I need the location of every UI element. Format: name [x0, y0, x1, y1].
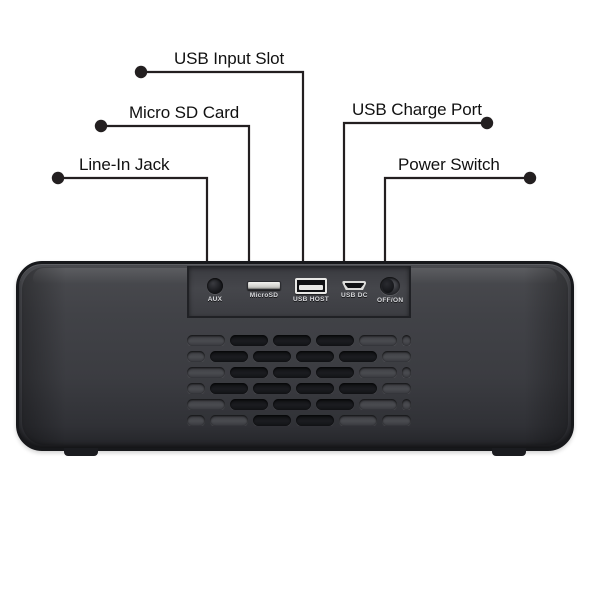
grille-slot [359, 367, 397, 378]
grille-row [187, 351, 411, 362]
grille-slot [382, 383, 411, 394]
grille-row [187, 383, 411, 394]
shell-left-edge-shade [22, 267, 66, 445]
grille-slot [359, 335, 397, 346]
grille-row [187, 367, 411, 378]
grille-slot [230, 335, 268, 346]
grille-row [187, 399, 411, 410]
leader-dot-usb-charge-port [480, 116, 494, 130]
callout-label-usb-charge-port: USB Charge Port [352, 100, 482, 119]
port-panel: AUX MicroSD USB HOST USB DC OFF/ON [187, 266, 411, 318]
grille-slot [339, 415, 377, 426]
grille-slot [296, 415, 334, 426]
grille-slot [382, 415, 411, 426]
callout-label-line-in-jack: Line-In Jack [79, 155, 170, 174]
grille-slot [187, 335, 225, 346]
leader-dot-usb-input-slot [134, 65, 148, 79]
leader-dot-power-switch [523, 171, 537, 185]
grille-slot [210, 415, 248, 426]
grille-slot [187, 415, 205, 426]
leader-dot-line-in-jack [51, 171, 65, 185]
grille-row [187, 415, 411, 426]
port-caption-off-on: OFF/ON [377, 297, 404, 304]
port-caption-aux: AUX [207, 296, 223, 303]
grille-slot [273, 367, 311, 378]
grille-slot [187, 351, 205, 362]
grille-slot [339, 383, 377, 394]
grille-slot [253, 383, 291, 394]
grille-slot [359, 399, 397, 410]
leader-dot-micro-sd-card [94, 119, 108, 133]
grille-slot [273, 335, 311, 346]
shell-right-edge-shade [524, 267, 568, 445]
port-caption-usb-host: USB HOST [293, 296, 329, 303]
power-switch-icon[interactable] [380, 277, 401, 295]
grille-slot [382, 351, 411, 362]
microsd-slot-icon [247, 281, 281, 290]
port-caption-usb-dc: USB DC [341, 292, 368, 299]
port-usb-host[interactable]: USB HOST [293, 278, 329, 303]
grille-slot [210, 383, 248, 394]
speaker-foot-right [492, 448, 526, 456]
callout-label-power-switch: Power Switch [398, 155, 500, 174]
grille-slot [402, 367, 411, 378]
grille-slot [253, 415, 291, 426]
grille-row [187, 335, 411, 346]
bluetooth-speaker: AUX MicroSD USB HOST USB DC OFF/ON [16, 261, 574, 456]
grille-slot [296, 351, 334, 362]
grille-slot [316, 367, 354, 378]
speaker-grille [187, 335, 411, 433]
callout-label-micro-sd-card: Micro SD Card [129, 103, 240, 122]
grille-slot [187, 383, 205, 394]
grille-slot [402, 335, 411, 346]
callout-label-usb-input-slot: USB Input Slot [174, 49, 285, 68]
grille-slot [230, 399, 268, 410]
grille-slot [187, 399, 225, 410]
port-power-switch[interactable]: OFF/ON [377, 277, 403, 304]
grille-slot [253, 351, 291, 362]
grille-slot [187, 367, 225, 378]
port-aux[interactable]: AUX [207, 278, 223, 303]
port-microsd[interactable]: MicroSD [247, 281, 281, 299]
grille-slot [210, 351, 248, 362]
speaker-foot-left [64, 448, 98, 456]
grille-slot [339, 351, 377, 362]
port-usb-dc[interactable]: USB DC [341, 281, 368, 299]
grille-slot [402, 399, 411, 410]
usb-a-port-icon [295, 278, 327, 294]
grille-slot [316, 335, 354, 346]
grille-slot [316, 399, 354, 410]
grille-slot [230, 367, 268, 378]
grille-slot [296, 383, 334, 394]
usb-micro-port-icon [342, 281, 367, 290]
aux-jack-icon [207, 278, 223, 294]
port-caption-microsd: MicroSD [249, 292, 279, 299]
grille-slot [273, 399, 311, 410]
